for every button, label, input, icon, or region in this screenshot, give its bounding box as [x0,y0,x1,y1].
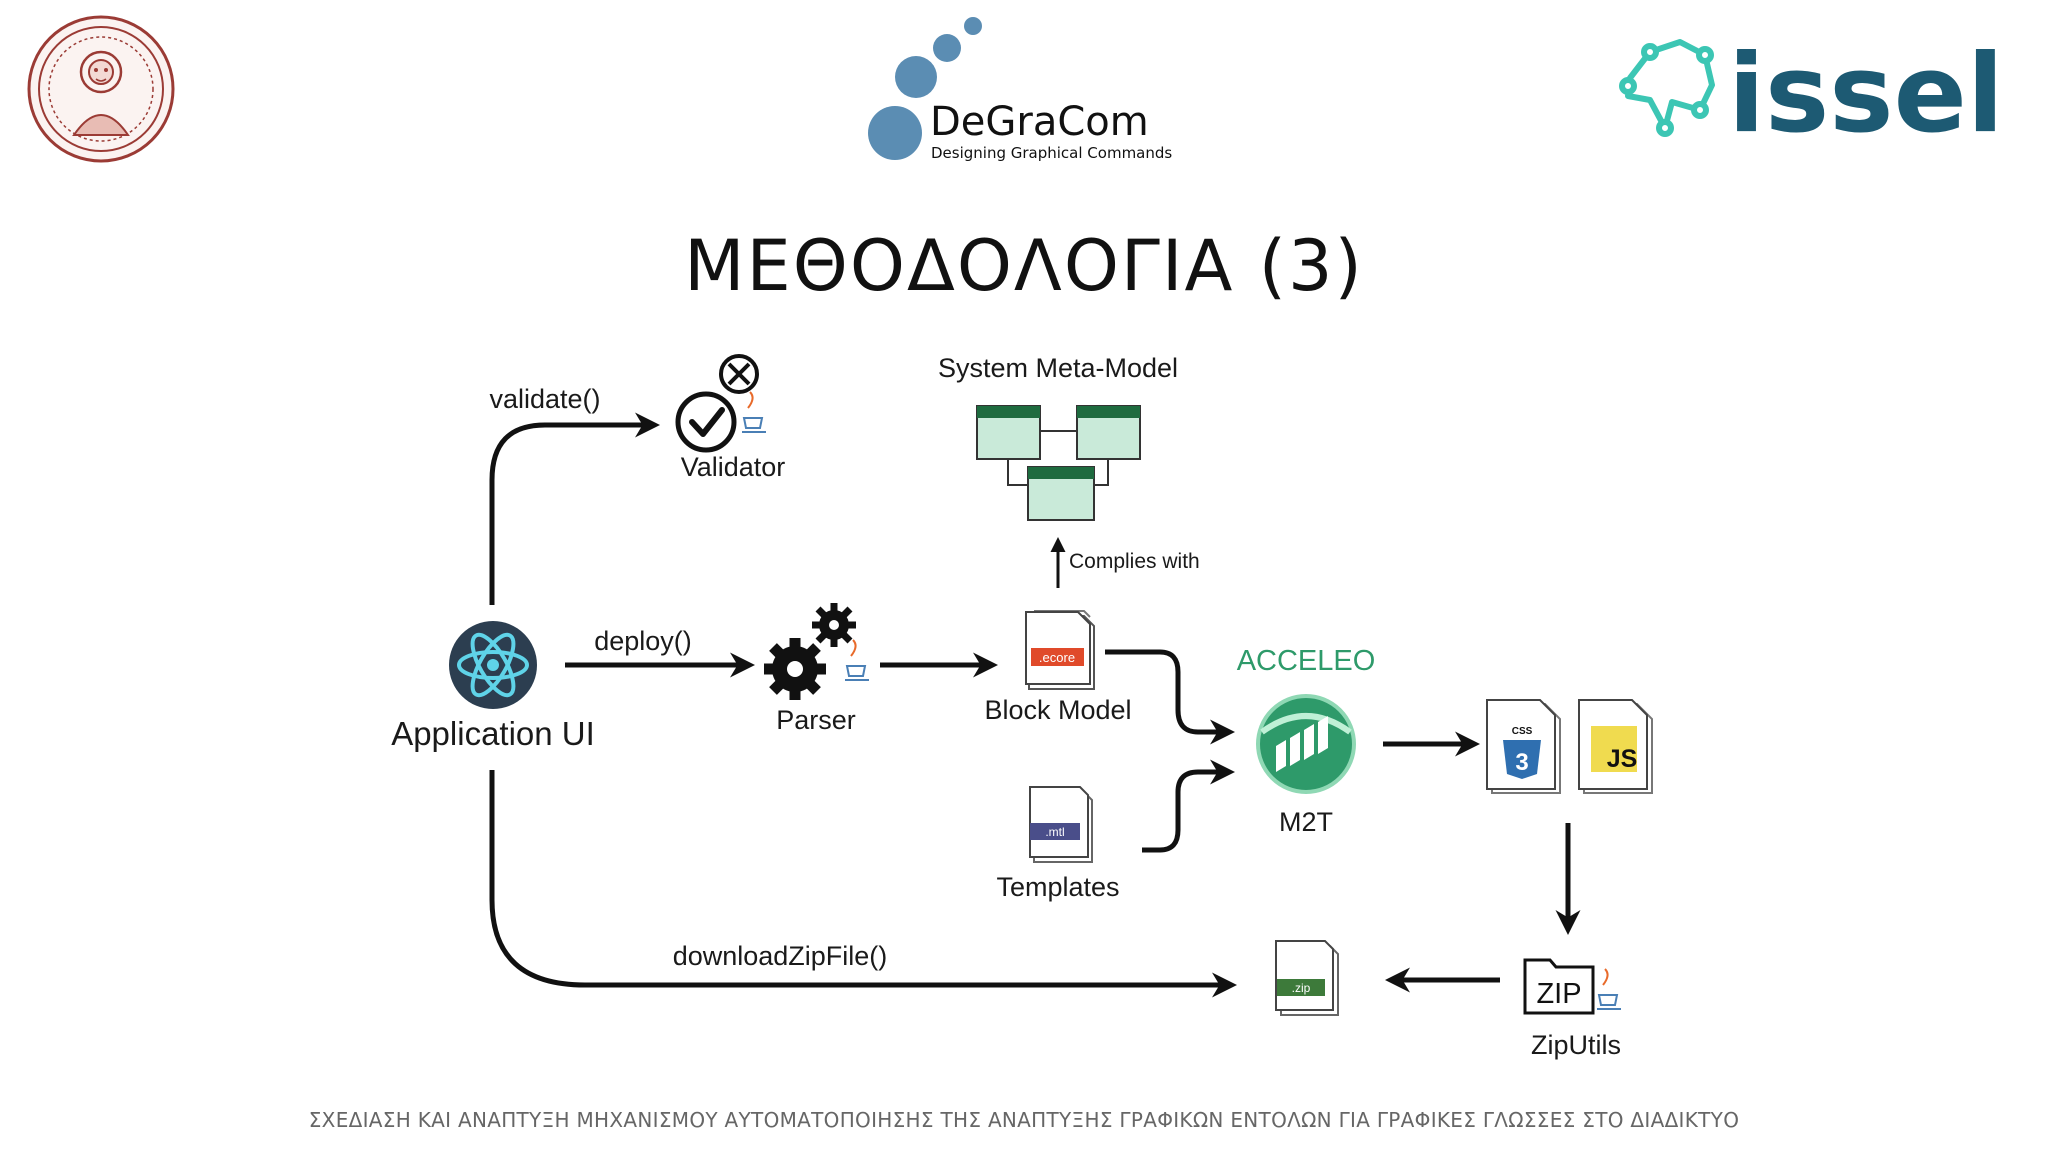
complies-label: Complies with [1069,550,1200,573]
java-icon [1597,968,1621,1010]
java-icon [742,391,766,433]
validate-edge [489,412,660,605]
meta-model-label: System Meta-Model [938,353,1178,383]
ziputils-node: ZIP ZipUtils [1523,958,1621,1060]
zip-icon-text: ZIP [1536,978,1581,1010]
ziputils-label: ZipUtils [1531,1030,1621,1060]
issel-logo: issel [1619,32,2004,157]
download-label: downloadZipFile() [673,941,888,971]
m2t-node: ACCELEO M2T [1237,645,1376,837]
issel-name: issel [1728,32,2004,157]
css-version: 3 [1515,749,1528,776]
brain-network-icon [1619,39,1715,137]
logo-bar: DeGraCom Designing Graphical Commands is… [27,15,2004,163]
degracom-logo: DeGraCom Designing Graphical Commands [868,17,1172,162]
degracom-tagline: Designing Graphical Commands [931,144,1172,162]
download-edge [489,770,1237,998]
application-ui-label: Application UI [391,715,595,752]
block-model-to-m2t-edge [1105,649,1235,745]
acceleo-logo-icon [1256,694,1356,794]
zip-file-node: .zip [1275,940,1339,1016]
validator-node: Validator [675,354,786,482]
meta-model-class-bottom [1027,466,1095,521]
zip-tag: .zip [1292,981,1311,995]
deploy-label: deploy() [594,626,692,656]
block-model-node: .ecore Block Model [984,610,1132,725]
js-tag: JS [1607,745,1638,773]
check-icon [675,391,737,453]
templates-to-m2t-edge [1142,759,1235,853]
degracom-dot-tiny [964,17,982,35]
templates-label: Templates [996,872,1119,902]
block-model-label: Block Model [984,695,1131,725]
ecore-tag: .ecore [1039,650,1075,665]
zip-folder-icon: ZIP [1523,958,1595,1015]
application-ui-node: Application UI [391,621,595,752]
degracom-dot-medium [895,56,937,98]
parser-node: Parser [764,603,869,735]
gear-icon [764,603,856,700]
architecture-diagram: validate() deploy() downloadZipFile() Co… [391,353,1653,1060]
slide-title: ΜΕΘΟΔΟΛΟΓΙΑ (3) [684,225,1364,307]
system-meta-model-node: System Meta-Model [938,353,1178,521]
parser-label: Parser [776,705,856,735]
meta-model-class-left [976,405,1041,460]
mtl-tag: .mtl [1045,825,1064,839]
degracom-name: DeGraCom [930,99,1149,145]
degracom-dot-small [933,34,961,62]
validator-label: Validator [681,452,786,482]
generated-files-node: CSS 3 JS [1486,699,1653,794]
mtl-file-icon: .mtl [1029,786,1093,863]
validate-label: validate() [489,384,600,414]
java-icon [845,639,869,681]
css-tag: CSS [1512,726,1533,737]
acceleo-label: ACCELEO [1237,645,1376,677]
university-seal-logo [27,15,175,163]
templates-node: .mtl Templates [996,786,1120,902]
css-file-icon: CSS 3 [1486,699,1561,794]
footer-caption: ΣΧΕΔΙΑΣΗ ΚΑΙ ΑΝΑΠΤΥΞΗ ΜΗΧΑΝΙΣΜΟΥ ΑΥΤΟΜΑΤ… [308,1108,1740,1132]
zip-file-icon: .zip [1275,940,1339,1016]
m2t-label: M2T [1279,807,1333,837]
meta-model-class-right [1076,405,1141,460]
error-x-icon [719,354,759,394]
degracom-dot-large [868,106,922,160]
edges [489,412,1581,998]
js-file-icon: JS [1578,699,1653,794]
ecore-file-icon: .ecore [1025,610,1095,690]
